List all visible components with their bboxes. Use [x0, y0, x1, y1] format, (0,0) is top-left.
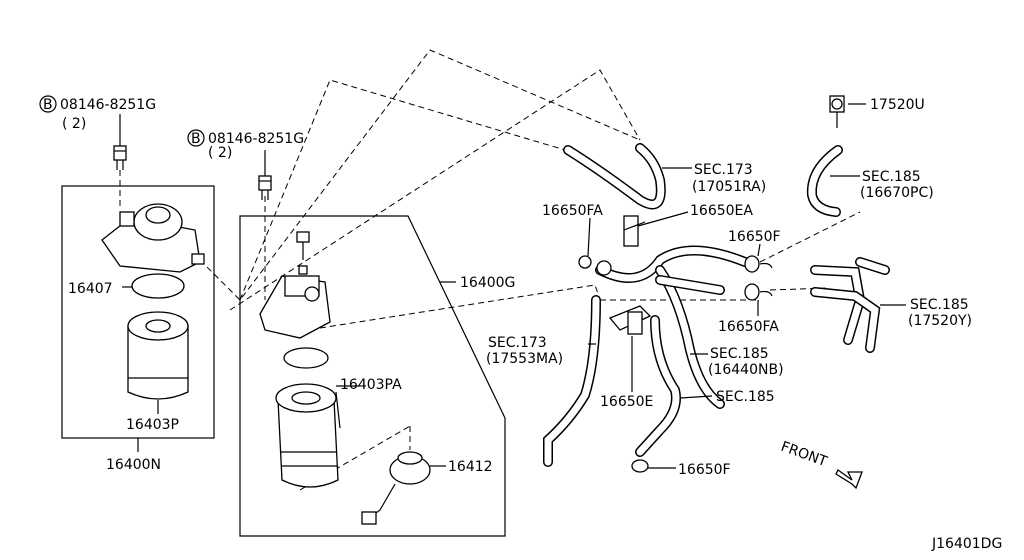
label-16650FA-mid: 16650FA — [718, 319, 779, 335]
label-sec185-right-ref: (17520Y) — [908, 313, 972, 329]
label-sec185-right: SEC.185 — [910, 297, 969, 313]
label-front: FRONT — [779, 439, 830, 471]
clamp-16650F-bottom — [631, 459, 649, 473]
front-arrow-icon — [835, 469, 863, 490]
small-bolt-upper — [296, 231, 310, 275]
label-16412: 16412 — [448, 459, 493, 475]
label-sec185-top-ref: (16670PC) — [860, 185, 934, 201]
bolt-left-number: 08146-8251G — [60, 97, 156, 113]
bolt-middle-number: 08146-8251G — [208, 131, 304, 147]
label-sec173-upper: SEC.173 — [694, 162, 753, 178]
label-16403PA: 16403PA — [340, 377, 402, 393]
clip-16650E — [608, 305, 652, 335]
filter-head-left — [101, 203, 205, 273]
clamp-16650FA-top — [578, 255, 612, 276]
bolt-left-symbol: B — [43, 97, 53, 113]
label-sec185-top: SEC.185 — [862, 169, 921, 185]
o-ring-16407 — [131, 273, 185, 299]
filter-element-16403P — [127, 311, 189, 400]
bolt-middle-label: B 08146-8251G ( 2) — [187, 129, 304, 161]
label-sec173-upper-ref: (17051RA) — [692, 179, 766, 195]
label-sec185-mid: SEC.185 — [710, 346, 769, 362]
label-sec185-low: SEC.185 — [716, 389, 775, 405]
label-16650FA-top: 16650FA — [542, 203, 603, 219]
label-16650EA: 16650EA — [690, 203, 753, 219]
label-17520U: 17520U — [870, 97, 925, 113]
bolt-middle — [258, 175, 272, 200]
hose-main-16440NB — [595, 245, 750, 409]
filter-head-middle — [259, 275, 331, 339]
label-16400G: 16400G — [460, 275, 515, 291]
bolt-left-qty: ( 2) — [62, 116, 86, 132]
bolt-left — [113, 145, 127, 170]
label-sec173-lower: SEC.173 — [488, 335, 547, 351]
label-16650F-bottom: 16650F — [678, 462, 731, 478]
bolt-middle-qty: ( 2) — [208, 145, 232, 161]
label-16650E: 16650E — [600, 394, 653, 410]
filter-element-16403PA — [275, 383, 339, 488]
leader-lines — [119, 103, 906, 469]
hose-low-sec185 — [635, 315, 681, 457]
pipe-assembly-17520Y — [810, 257, 890, 353]
diagram-id: J16401DG — [931, 536, 1002, 552]
label-sec185-mid-ref: (16440NB) — [708, 362, 784, 378]
label-16650F-top: 16650F — [728, 229, 781, 245]
clamp-16650F-top — [744, 255, 773, 273]
hose-top-right-16670PC — [806, 95, 845, 217]
sensor-16412 — [361, 451, 431, 525]
hose-lower-17553MA — [543, 295, 601, 467]
clip-16650EA — [623, 215, 646, 247]
bolt-middle-symbol: B — [191, 131, 201, 147]
bolt-left-label: B 08146-8251G ( 2) — [39, 95, 156, 132]
label-16400N: 16400N — [106, 457, 161, 473]
clamp-16650FA-mid — [744, 283, 773, 301]
label-sec173-lower-ref: (17553MA) — [486, 351, 563, 367]
hose-upper-17051RA — [563, 143, 666, 210]
label-16407: 16407 — [68, 281, 113, 297]
seal-ring — [283, 347, 329, 369]
assembly-box-16400G — [239, 215, 506, 537]
label-16403P: 16403P — [126, 417, 179, 433]
